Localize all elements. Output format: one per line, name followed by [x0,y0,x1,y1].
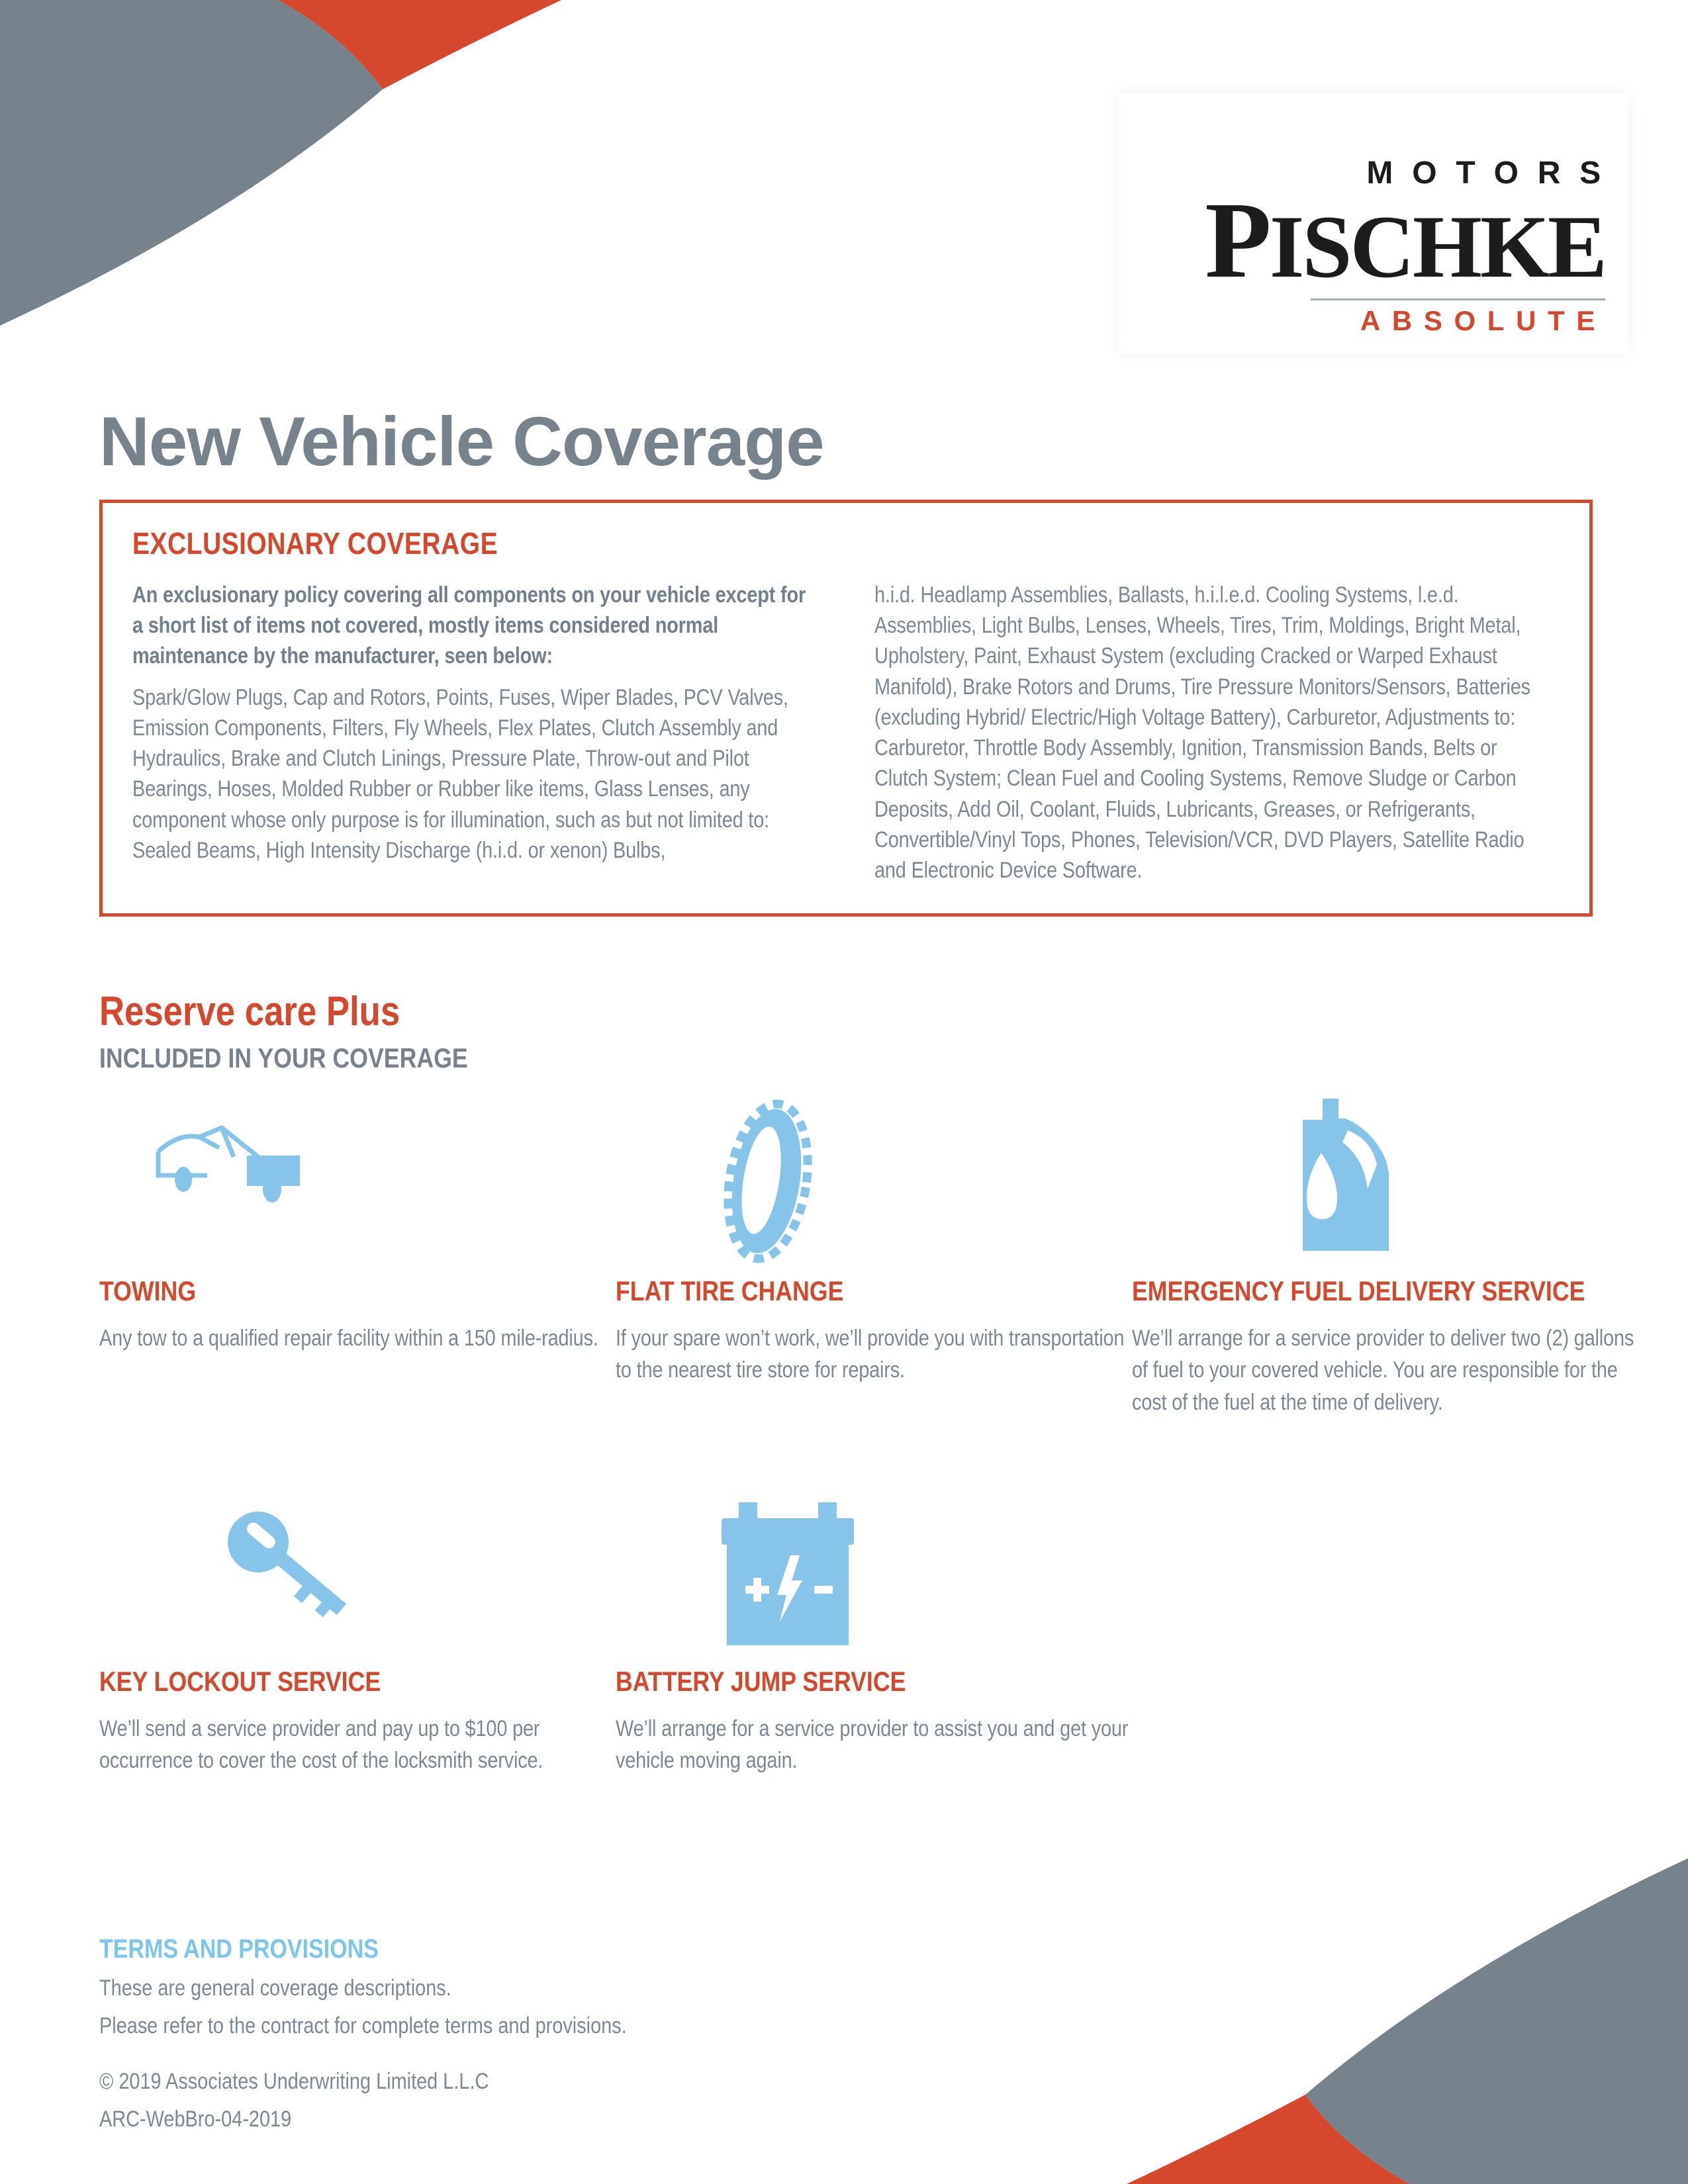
service-battery-jump: BATTERY JUMP SERVICE We’ll arrange for a… [616,1482,1132,1777]
service-flat-tire-change: FLAT TIRE CHANGE If your spare won’t wor… [616,1092,1132,1387]
logo-tagline-text: ABSOLUTE [1360,305,1607,337]
footer: TERMS AND PROVISIONS These are general c… [99,1936,1026,2142]
page-title: New Vehicle Coverage [99,403,825,481]
exclusionary-coverage-box: EXCLUSIONARY COVERAGE An exclusionary po… [99,500,1593,917]
key-icon [228,1512,347,1617]
tow-truck-icon [156,1124,300,1203]
service-icon-box [616,1092,1132,1277]
logo-motors-text: MOTORS [1366,156,1620,191]
logo-card [1119,93,1628,354]
service-key-lockout: KEY LOCKOUT SERVICE We’ll send a service… [99,1482,616,1777]
service-emergency-fuel-delivery: EMERGENCY FUEL DELIVERY SERVICE We’ll ar… [1132,1092,1648,1418]
reserve-care-plus-heading: Reserve care Plus [99,989,400,1034]
exclusionary-left-body-text: Spark/Glow Plugs, Cap and Rotors, Points… [132,684,788,863]
exclusionary-right-body-text: h.i.d. Headlamp Assemblies, Ballasts, h.… [874,582,1530,884]
dealer-logo: MOTORS PISCHKE ABSOLUTE [1135,158,1607,337]
battery-icon [722,1502,854,1645]
service-icon-box [99,1092,616,1277]
service-description: If your spare won’t work, we’ll provide … [616,1326,1125,1383]
exclusionary-right-column: h.i.d. Headlamp Assemblies, Ballasts, h.… [874,580,1554,886]
service-icon-box [616,1482,1132,1668]
service-towing: TOWING Any tow to a qualified repair fac… [99,1092,616,1354]
footer-document-code: ARC-WebBro-04-2019 [99,2106,292,2132]
corner-decoration-top-left [0,0,561,326]
exclusionary-intro-text: An exclusionary policy covering all comp… [132,582,806,669]
service-description: We’ll arrange for a service provider to … [1132,1326,1634,1415]
service-description: We’ll arrange for a service provider to … [616,1716,1129,1774]
footer-copyright: © 2019 Associates Underwriting Limited L… [99,2069,489,2094]
service-description: Any tow to a qualified repair facility w… [99,1326,598,1351]
service-title: EMERGENCY FUEL DELIVERY SERVICE [1132,1275,1585,1306]
included-in-coverage-subheading: INCLUDED IN YOUR COVERAGE [99,1042,468,1073]
exclusionary-left-column: An exclusionary policy covering all comp… [132,580,812,886]
service-icon-box [1132,1092,1648,1277]
service-description: We’ll send a service provider and pay up… [99,1716,543,1774]
logo-divider-rule [1311,298,1605,301]
footer-description-line1: These are general coverage descriptions. [99,1976,451,2001]
service-title: KEY LOCKOUT SERVICE [99,1666,381,1697]
corner-decoration-bottom-right [1127,1858,1688,2184]
terms-and-provisions-heading: TERMS AND PROVISIONS [99,1934,379,1964]
footer-description-line2: Please refer to the contract for complet… [99,2013,627,2038]
service-icon-box [99,1482,616,1668]
tire-icon [724,1099,812,1263]
fuel-jug-icon [1303,1099,1389,1251]
service-title: TOWING [99,1275,197,1306]
logo-name-text: PISCHKE [1205,179,1607,300]
service-title: FLAT TIRE CHANGE [616,1275,844,1306]
exclusionary-heading: EXCLUSIONARY COVERAGE [132,526,498,561]
service-title: BATTERY JUMP SERVICE [616,1666,906,1697]
